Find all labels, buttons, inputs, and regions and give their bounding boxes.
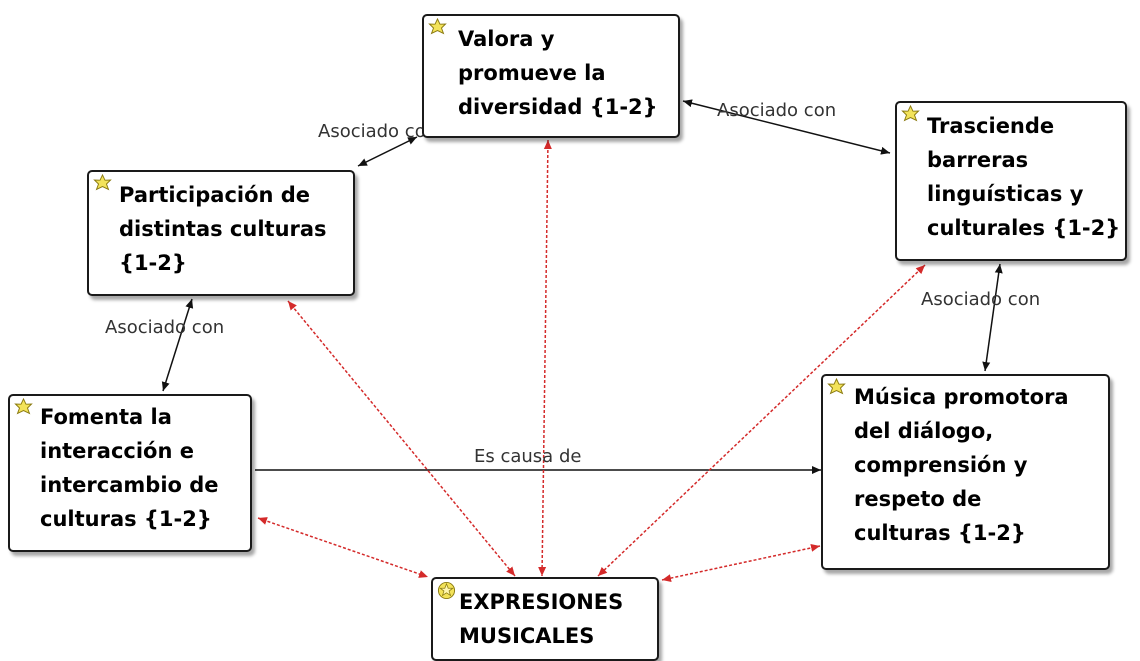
edge-valora-participacion[interactable] — [357, 136, 418, 167]
edge-expresiones-fomenta[interactable] — [257, 517, 429, 578]
edge-trasciende-musica[interactable] — [982, 263, 1003, 372]
concept-label-trasciende: Trasciende barreras linguísticas y cultu… — [927, 114, 1121, 240]
edge-label-valora-trasciende: Asociado con — [717, 100, 837, 121]
edge-expresiones-trasciende[interactable] — [597, 264, 926, 577]
edge-expresiones-valora[interactable] — [538, 139, 552, 577]
concept-node-participacion[interactable]: Participación de distintas culturas {1-2… — [87, 170, 355, 296]
concept-label-musica: Música promotora del diálogo, comprensió… — [854, 385, 1069, 545]
edge-label-valora-participacion: Asociado con — [318, 121, 438, 142]
concept-icon — [901, 105, 920, 122]
concept-icon — [428, 18, 447, 35]
concept-node-valora[interactable]: Valora y promueve la diversidad {1-2} — [422, 14, 680, 138]
concept-icon — [14, 398, 33, 415]
concept-label-expresiones: EXPRESIONES MUSICALES — [459, 590, 624, 648]
concept-label-participacion: Participación de distintas culturas {1-2… — [119, 183, 327, 275]
edge-label-trasciende-musica: Asociado con — [921, 289, 1041, 310]
concept-node-expresiones[interactable]: EXPRESIONES MUSICALES — [431, 577, 659, 661]
edge-label-fomenta-musica: Es causa de — [474, 446, 582, 467]
concept-label-fomenta: Fomenta la interacción e intercambio de … — [40, 405, 219, 531]
edge-valora-trasciende[interactable] — [682, 99, 891, 155]
concept-label-valora: Valora y promueve la diversidad {1-2} — [458, 27, 658, 119]
concept-icon — [827, 378, 846, 395]
edge-label-participacion-fomenta: Asociado con — [105, 317, 225, 338]
edge-expresiones-musica[interactable] — [661, 543, 821, 583]
core-concept-icon — [437, 581, 456, 600]
concept-node-trasciende[interactable]: Trasciende barreras linguísticas y cultu… — [895, 101, 1127, 261]
edge-participacion-fomenta[interactable] — [161, 298, 194, 392]
concept-icon — [93, 174, 112, 191]
edge-expresiones-participacion[interactable] — [287, 300, 516, 577]
concept-node-fomenta[interactable]: Fomenta la interacción e intercambio de … — [8, 394, 252, 552]
concept-node-musica[interactable]: Música promotora del diálogo, comprensió… — [821, 374, 1110, 570]
